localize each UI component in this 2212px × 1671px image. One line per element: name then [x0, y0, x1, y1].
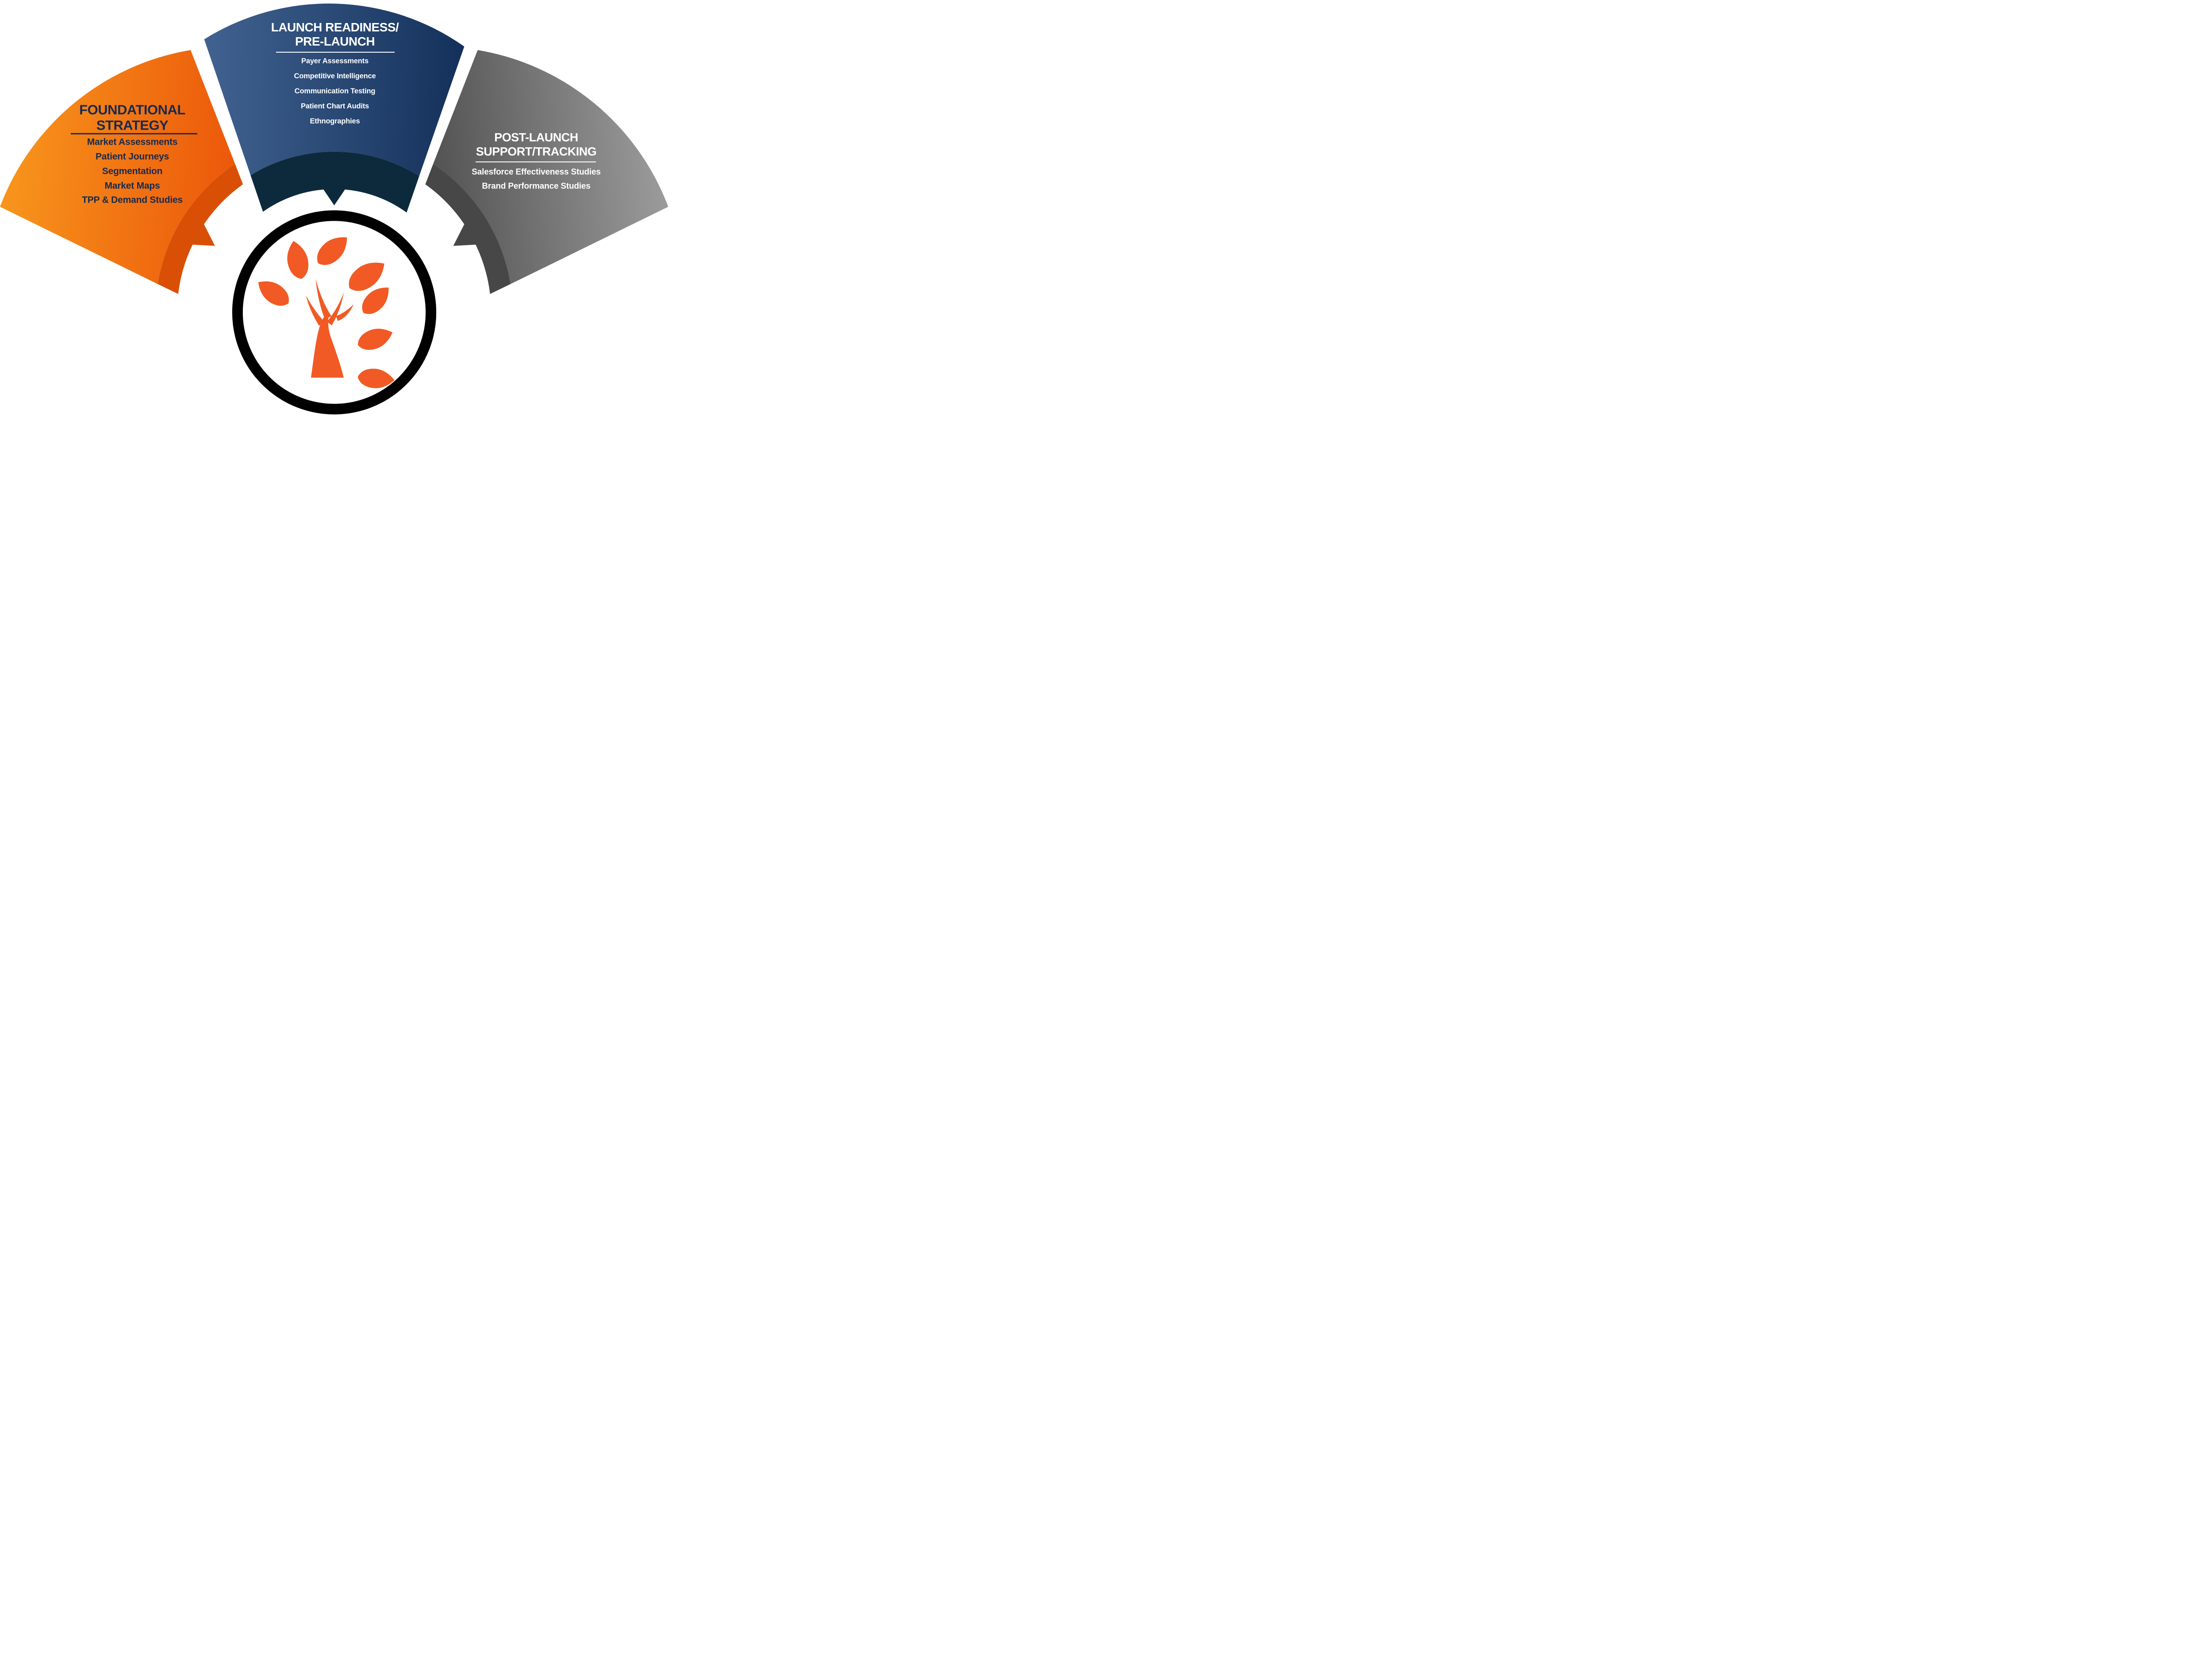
- segment-title-line1: FOUNDATIONAL: [79, 102, 185, 118]
- tree-branch: [336, 304, 354, 321]
- segment-divider: [276, 52, 395, 53]
- segment-item: TPP & Demand Studies: [82, 195, 183, 205]
- segment-foundational-strategy: [0, 50, 243, 294]
- segment-title-line1: POST-LAUNCH: [494, 131, 578, 144]
- segment-title-line1: LAUNCH READINESS/: [271, 20, 399, 34]
- post-launch-inner-band-arrow: [425, 164, 511, 294]
- tree-branch: [326, 292, 344, 326]
- segment-title-line2: SUPPORT/TRACKING: [476, 145, 597, 158]
- segment-item: Communication Testing: [294, 87, 376, 95]
- fan-diagram-svg: [0, 4, 668, 415]
- launch-readiness-inner-band-arrow: [250, 151, 419, 213]
- post-launch-body: [433, 50, 668, 284]
- segment-title-line2: PRE-LAUNCH: [295, 35, 375, 48]
- segment-item: Competitive Intelligence: [294, 72, 376, 80]
- segment-post-launch: [425, 50, 668, 294]
- segment-item: Patient Journeys: [95, 151, 169, 162]
- tree-branch: [306, 295, 324, 326]
- launch-readiness-body: [204, 4, 465, 176]
- segment-item: Payer Assessments: [301, 57, 369, 65]
- segment-item: Ethnographies: [310, 117, 360, 125]
- foundational-strategy-body: [0, 50, 235, 284]
- tree-trunk: [311, 312, 344, 378]
- segment-item: Brand Performance Studies: [482, 181, 591, 191]
- segment-item: Segmentation: [102, 166, 163, 177]
- segment-item: Salesforce Effectiveness Studies: [472, 167, 601, 177]
- segment-item: Market Maps: [104, 181, 160, 191]
- segment-launch-readiness: [204, 4, 465, 213]
- segment-divider: [476, 161, 596, 162]
- segment-title-line2: STRATEGY: [96, 117, 169, 133]
- segment-item: Patient Chart Audits: [301, 102, 369, 110]
- segment-divider: [71, 133, 197, 134]
- tree-logo-icon: [253, 230, 396, 390]
- segment-item: Market Assessments: [87, 137, 178, 147]
- tree-branch: [315, 279, 331, 320]
- fan-diagram-stage: FOUNDATIONAL STRATEGY Market Assessments…: [0, 0, 668, 418]
- foundational-strategy-inner-band-arrow: [157, 164, 243, 294]
